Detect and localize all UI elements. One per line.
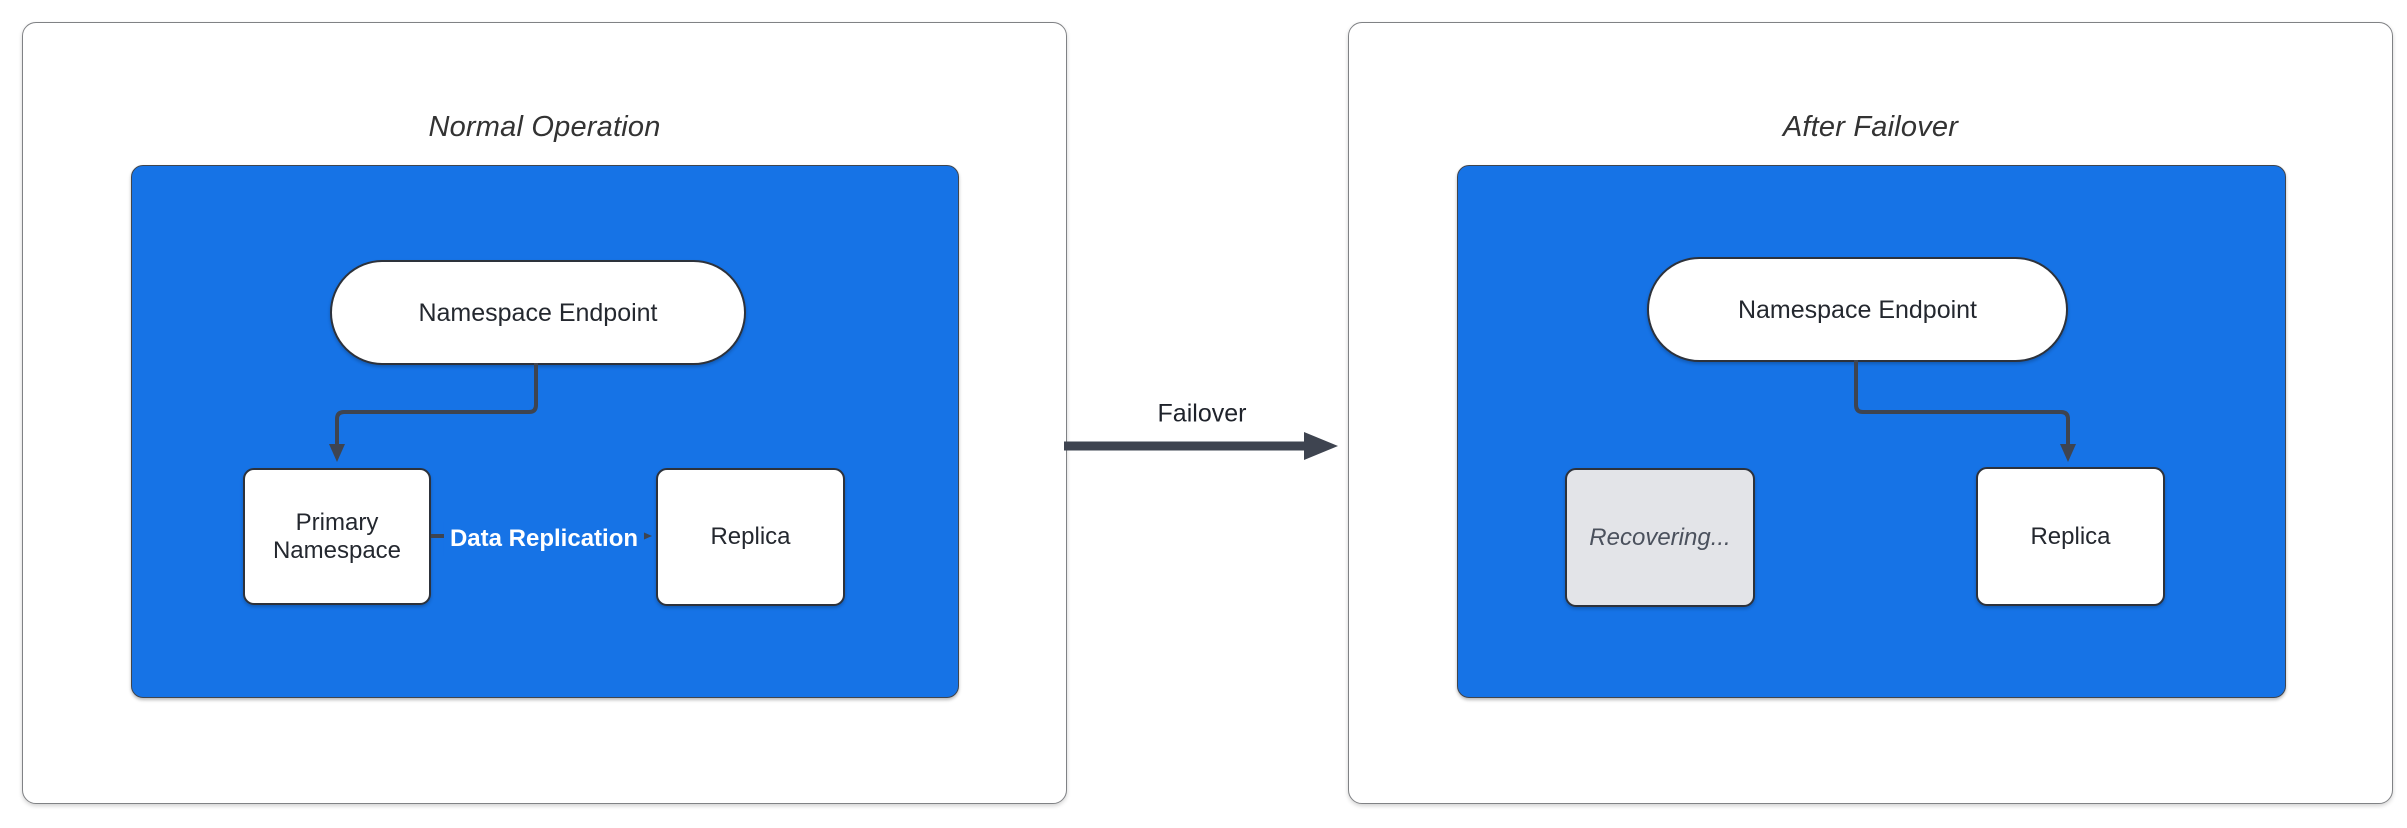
recovering-node: Recovering... <box>1565 468 1755 607</box>
namespace-endpoint-node: Namespace Endpoint <box>1647 257 2068 362</box>
panel-title: After Failover <box>1782 111 1959 143</box>
recovering-label: Recovering... <box>1589 523 1731 551</box>
primary-namespace-node: Primary Namespace <box>243 468 431 605</box>
data-replication-label: Data Replication <box>443 522 645 556</box>
namespace-endpoint-label: Namespace Endpoint <box>418 298 658 327</box>
namespace-container: Namespace Endpoint Recovering... Replica <box>1457 165 2286 698</box>
panel-title: Normal Operation <box>428 111 661 143</box>
failover-label: Failover <box>1157 399 1247 428</box>
replica-node: Replica <box>1976 467 2165 606</box>
namespace-endpoint-node: Namespace Endpoint <box>330 260 746 365</box>
panel-normal-operation: Normal Operation Namespace Endpoint Prim… <box>22 22 1067 804</box>
namespace-endpoint-label: Namespace Endpoint <box>1737 295 1978 324</box>
namespace-container: Namespace Endpoint Primary Namespace Rep… <box>131 165 959 698</box>
replica-label: Replica <box>710 523 791 550</box>
replica-label: Replica <box>2030 522 2111 550</box>
primary-namespace-label: Primary Namespace <box>272 508 402 564</box>
replica-node: Replica <box>656 468 845 606</box>
panel-after-failover: After Failover Namespace Endpoint Recove… <box>1348 22 2393 804</box>
